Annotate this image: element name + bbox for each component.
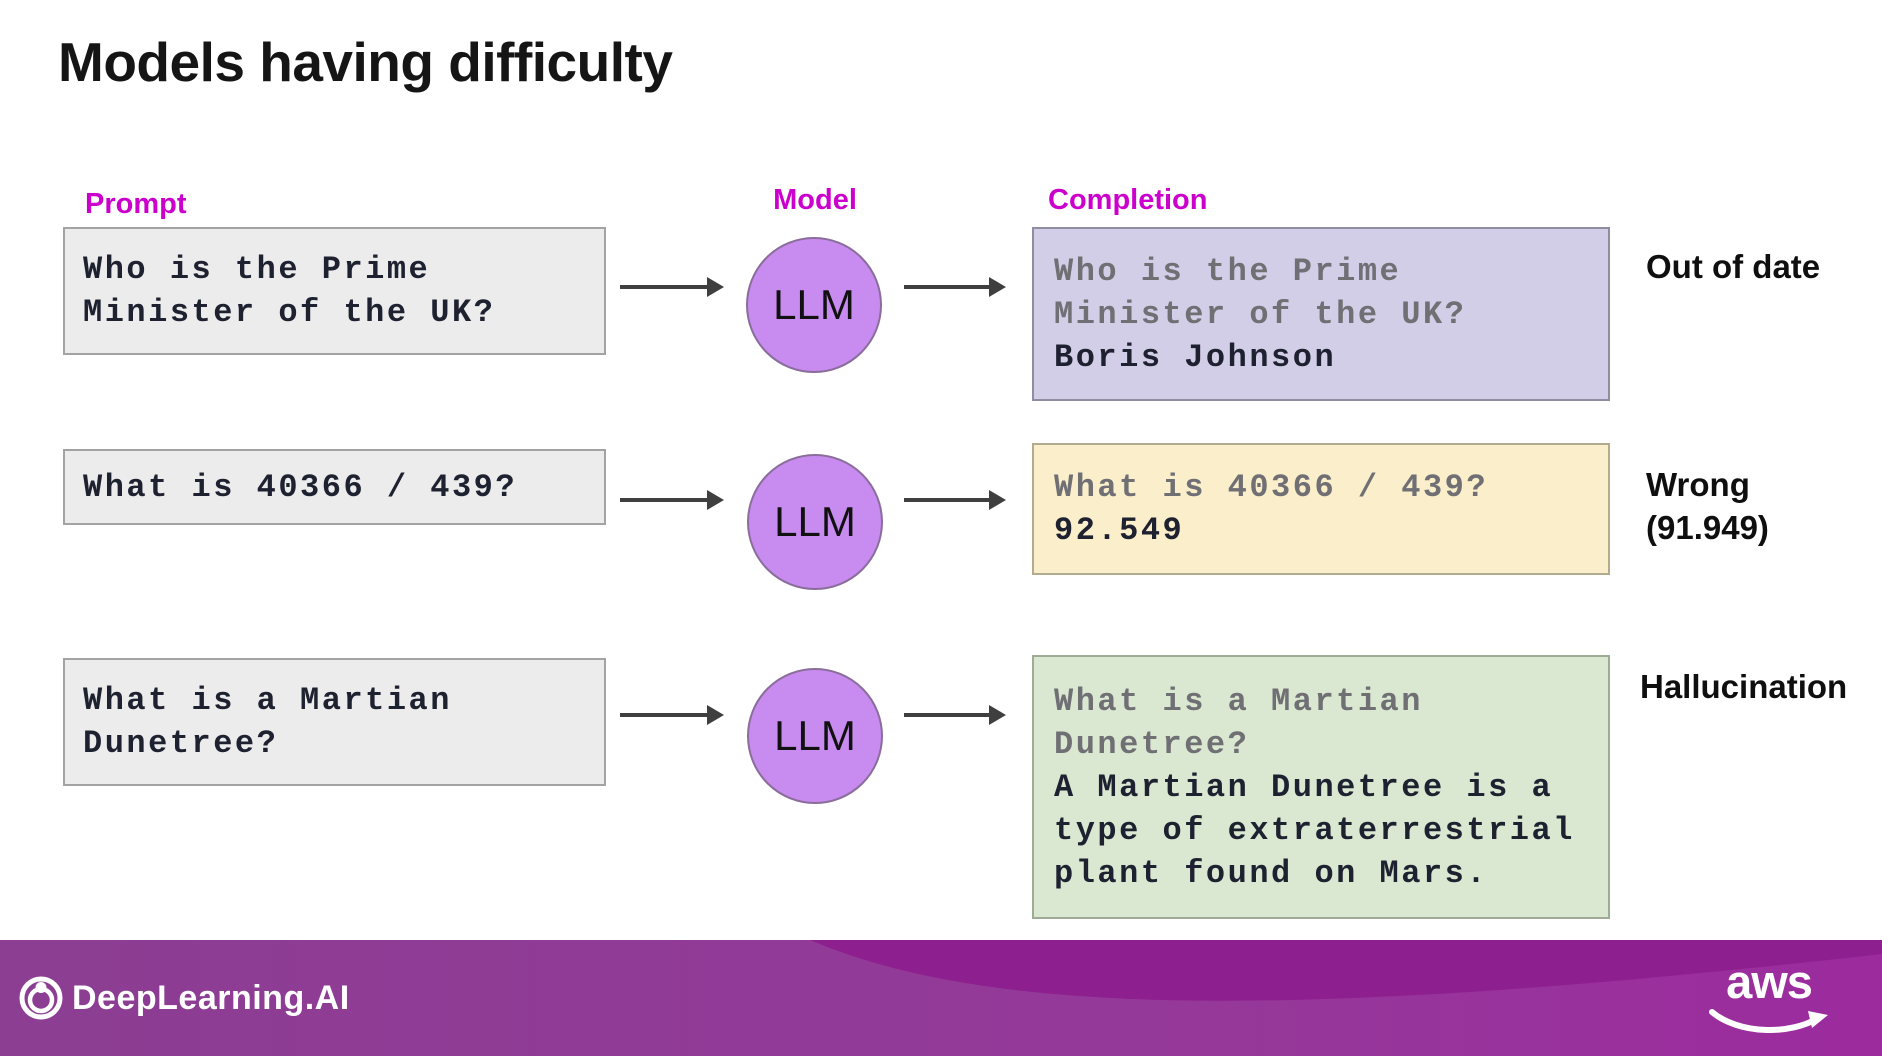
prompt-text: What is 40366 / 439? — [83, 468, 518, 506]
completion-echo-text: What is 40366 / 439? — [1054, 469, 1489, 506]
prompt-text: What is a Martian Dunetree? — [83, 682, 452, 762]
completion-box: What is 40366 / 439? 92.549 — [1032, 443, 1610, 575]
llm-label: LLM — [773, 281, 855, 328]
deeplearning-brand: DeepLearning.AI — [18, 940, 350, 1056]
completion-box: What is a Martian Dunetree? A Martian Du… — [1032, 655, 1610, 919]
prompt-box: What is 40366 / 439? — [63, 449, 606, 525]
annotation-hallucination: Hallucination — [1640, 668, 1848, 705]
completion-answer-text: A Martian Dunetree is a type of extrater… — [1054, 768, 1575, 892]
completion-echo-text: What is a Martian Dunetree? — [1054, 682, 1423, 763]
prompt-box: What is a Martian Dunetree? — [63, 658, 606, 786]
annotation-out-of-date: Out of date — [1646, 248, 1821, 285]
completion-answer-text: Boris Johnson — [1054, 338, 1337, 376]
llm-label: LLM — [774, 498, 856, 545]
aws-logo-text: aws — [1726, 955, 1813, 1008]
prompt-text: Who is the Prime Minister of the UK? — [83, 251, 496, 331]
deeplearning-logo-icon — [19, 976, 63, 1020]
deeplearning-brand-text: DeepLearning.AI — [72, 978, 350, 1017]
page-title: Models having difficulty — [58, 31, 673, 93]
column-label-prompt: Prompt — [85, 188, 187, 220]
llm-circle: LLM — [746, 237, 882, 373]
completion-echo-text: Who is the Prime Minister of the UK? — [1054, 252, 1467, 333]
annotation-wrong: Wrong (91.949) — [1646, 466, 1769, 546]
llm-label: LLM — [774, 712, 856, 759]
prompt-box: Who is the Prime Minister of the UK? — [63, 227, 606, 355]
aws-smile-icon — [1709, 1009, 1828, 1033]
column-label-completion: Completion — [1048, 184, 1208, 216]
completion-box: Who is the Prime Minister of the UK? Bor… — [1032, 227, 1610, 401]
column-label-model: Model — [773, 184, 857, 216]
completion-answer-text: 92.549 — [1054, 512, 1185, 549]
aws-logo-icon: aws — [1704, 952, 1834, 1044]
llm-circle: LLM — [747, 668, 883, 804]
footer-wave — [810, 940, 1882, 1001]
llm-circle: LLM — [747, 454, 883, 590]
footer-bar: DeepLearning.AI aws — [0, 940, 1882, 1056]
